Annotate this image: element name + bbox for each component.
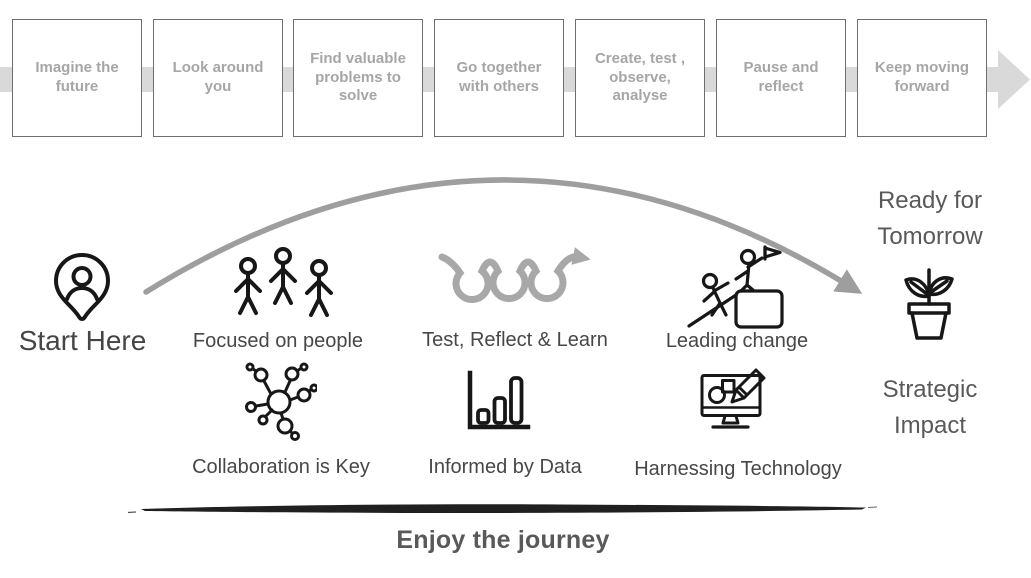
- harnessing-technology-label: Harnessing Technology: [634, 458, 842, 480]
- flow-step-label: Go together with others: [456, 59, 542, 95]
- spiral-arrow-icon: [438, 247, 590, 304]
- flow-step-label: Keep moving forward: [874, 59, 970, 95]
- person-pin-icon: [54, 253, 110, 321]
- flow-step-4: Go together with others: [434, 19, 564, 137]
- enjoy-the-journey-caption: Enjoy the journey: [396, 526, 610, 554]
- flow-step-3: Find valuable problems to solve: [293, 19, 423, 137]
- climbing-change-icon: [687, 245, 784, 329]
- flow-step-5: Create, test , observe, analyse: [575, 19, 705, 137]
- collaboration-is-key-label: Collaboration is Key: [192, 456, 370, 478]
- flow-step-1: Imagine the future: [12, 19, 142, 137]
- people-group-icon: [234, 247, 333, 317]
- network-icon: [245, 362, 317, 441]
- flow-step-2: Look around you: [153, 19, 283, 137]
- focused-on-people-label: Focused on people: [192, 330, 364, 352]
- informed-by-data-label: Informed by Data: [428, 456, 582, 478]
- strategic-impact-label: Strategic Impact: [882, 376, 978, 439]
- plant-pot-icon: [904, 268, 954, 340]
- bar-chart-icon: [467, 370, 531, 430]
- flow-step-label: Create, test , observe, analyse: [594, 49, 686, 105]
- test-reflect-learn-label: Test, Reflect & Learn: [422, 329, 608, 351]
- ready-for-tomorrow-label: Ready for Tomorrow: [877, 187, 983, 250]
- monitor-pencil-icon: [700, 368, 766, 429]
- flow-step-label: Look around you: [172, 59, 264, 95]
- flow-step-label: Pause and reflect: [743, 59, 819, 95]
- flow-step-7: Keep moving forward: [857, 19, 987, 137]
- flow-step-6: Pause and reflect: [716, 19, 846, 137]
- start-here-label: Start Here: [18, 325, 147, 356]
- flow-step-label: Find valuable problems to solve: [310, 49, 406, 105]
- flow-step-label: Imagine the future: [35, 59, 119, 95]
- leading-change-label: Leading change: [665, 330, 809, 352]
